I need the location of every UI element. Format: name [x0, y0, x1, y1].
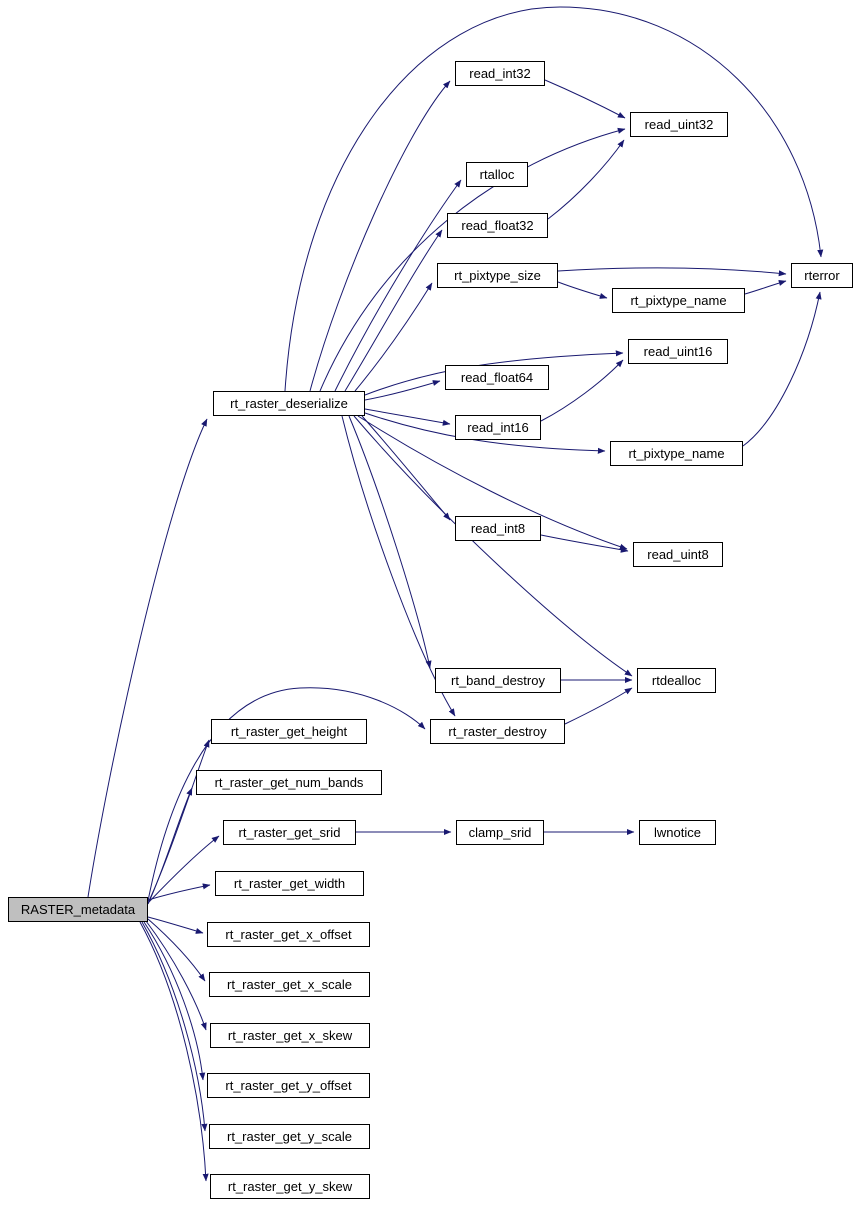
node-read-float64[interactable]: read_float64 — [445, 365, 549, 390]
edge-deserialize-to-readuint8 — [357, 415, 628, 550]
edge-pixtypename1-to-rterror — [744, 280, 787, 295]
node-clamp-srid[interactable]: clamp_srid — [456, 820, 544, 845]
edge-pixtypename2-to-rterror — [742, 291, 822, 447]
edge-rastermetadata-to-rasterdestroy — [147, 687, 426, 902]
node-rt-raster-get-width[interactable]: rt_raster_get_width — [215, 871, 364, 896]
edge-deserialize-to-rterror — [284, 6, 824, 392]
edge-readint32-to-readuint32 — [544, 79, 626, 119]
edge-rastermetadata-to-getxscale — [147, 918, 206, 982]
edge-rasterdestroy-to-rtdealloc — [564, 687, 633, 725]
edge-deserialize-to-readint8 — [361, 415, 451, 521]
node-read-uint8[interactable]: read_uint8 — [633, 542, 723, 567]
edge-rastermetadata-to-getwidth — [147, 883, 211, 901]
node-read-int16[interactable]: read_int16 — [455, 415, 541, 440]
edge-deserialize-to-pixtypesize — [354, 282, 433, 392]
edge-readfloat32-to-readuint32 — [547, 139, 625, 220]
node-rtalloc[interactable]: rtalloc — [466, 162, 528, 187]
node-rtdealloc[interactable]: rtdealloc — [637, 668, 716, 693]
edge-rastermetadata-to-getsrid — [147, 835, 220, 904]
node-read-uint32[interactable]: read_uint32 — [630, 112, 728, 137]
edge-deserialize-to-rtalloc — [334, 179, 462, 392]
node-read-float32[interactable]: read_float32 — [447, 213, 548, 238]
edge-pixtypesize-to-rterror — [557, 267, 787, 277]
edge-deserialize-to-readfloat64 — [364, 380, 441, 401]
node-rt-pixtype-size[interactable]: rt_pixtype_size — [437, 263, 558, 288]
edge-rastermetadata-to-getyskew — [139, 921, 209, 1182]
node-rt-pixtype-name-2[interactable]: rt_pixtype_name — [610, 441, 743, 466]
edge-rastermetadata-to-getxskew — [145, 920, 207, 1031]
node-read-uint16[interactable]: read_uint16 — [628, 339, 728, 364]
edge-rastermetadata-to-getnumbands — [147, 787, 193, 905]
edge-readint16-to-readuint16 — [540, 359, 624, 422]
node-rt-raster-get-x-skew[interactable]: rt_raster_get_x_skew — [210, 1023, 370, 1048]
node-rt-raster-get-y-skew[interactable]: rt_raster_get_y_skew — [210, 1174, 370, 1199]
edge-deserialize-to-banddestroy — [348, 415, 432, 669]
node-rt-raster-get-x-scale[interactable]: rt_raster_get_x_scale — [209, 972, 370, 997]
edge-rastermetadata-to-getyoffset — [143, 921, 206, 1081]
edge-pixtypesize-to-pixtypename1 — [557, 281, 608, 299]
node-rt-raster-get-num-bands[interactable]: rt_raster_get_num_bands — [196, 770, 382, 795]
edge-deserialize-to-readfloat32 — [344, 229, 443, 392]
edge-deserialize-to-readint32 — [309, 80, 451, 392]
edge-rastermetadata-to-getyscale — [141, 921, 208, 1132]
node-lwnotice[interactable]: lwnotice — [639, 820, 716, 845]
node-rt-pixtype-name-1[interactable]: rt_pixtype_name — [612, 288, 745, 313]
node-rt-raster-get-x-offset[interactable]: rt_raster_get_x_offset — [207, 922, 370, 947]
edge-deserialize-to-readint16 — [364, 408, 451, 426]
edge-rastermetadata-to-getxoffset — [147, 916, 204, 934]
node-rt-raster-destroy[interactable]: rt_raster_destroy — [430, 719, 565, 744]
node-rt-raster-deserialize[interactable]: rt_raster_deserialize — [213, 391, 365, 416]
edge-rastermetadata-to-getheight — [147, 739, 210, 904]
node-rt-raster-get-srid[interactable]: rt_raster_get_srid — [223, 820, 356, 845]
node-rt-raster-get-height[interactable]: rt_raster_get_height — [211, 719, 367, 744]
edge-deserialize-to-rtdealloc — [353, 415, 633, 677]
node-read-int8[interactable]: read_int8 — [455, 516, 541, 541]
node-rt-band-destroy[interactable]: rt_band_destroy — [435, 668, 561, 693]
node-rt-raster-get-y-scale[interactable]: rt_raster_get_y_scale — [209, 1124, 370, 1149]
node-raster-metadata[interactable]: RASTER_metadata — [8, 897, 148, 922]
edge-readint8-to-readuint8 — [540, 534, 629, 553]
node-rterror[interactable]: rterror — [791, 263, 853, 288]
edge-rastermetadata-to-deserialize — [87, 418, 208, 898]
node-rt-raster-get-y-offset[interactable]: rt_raster_get_y_offset — [207, 1073, 370, 1098]
node-read-int32[interactable]: read_int32 — [455, 61, 545, 86]
